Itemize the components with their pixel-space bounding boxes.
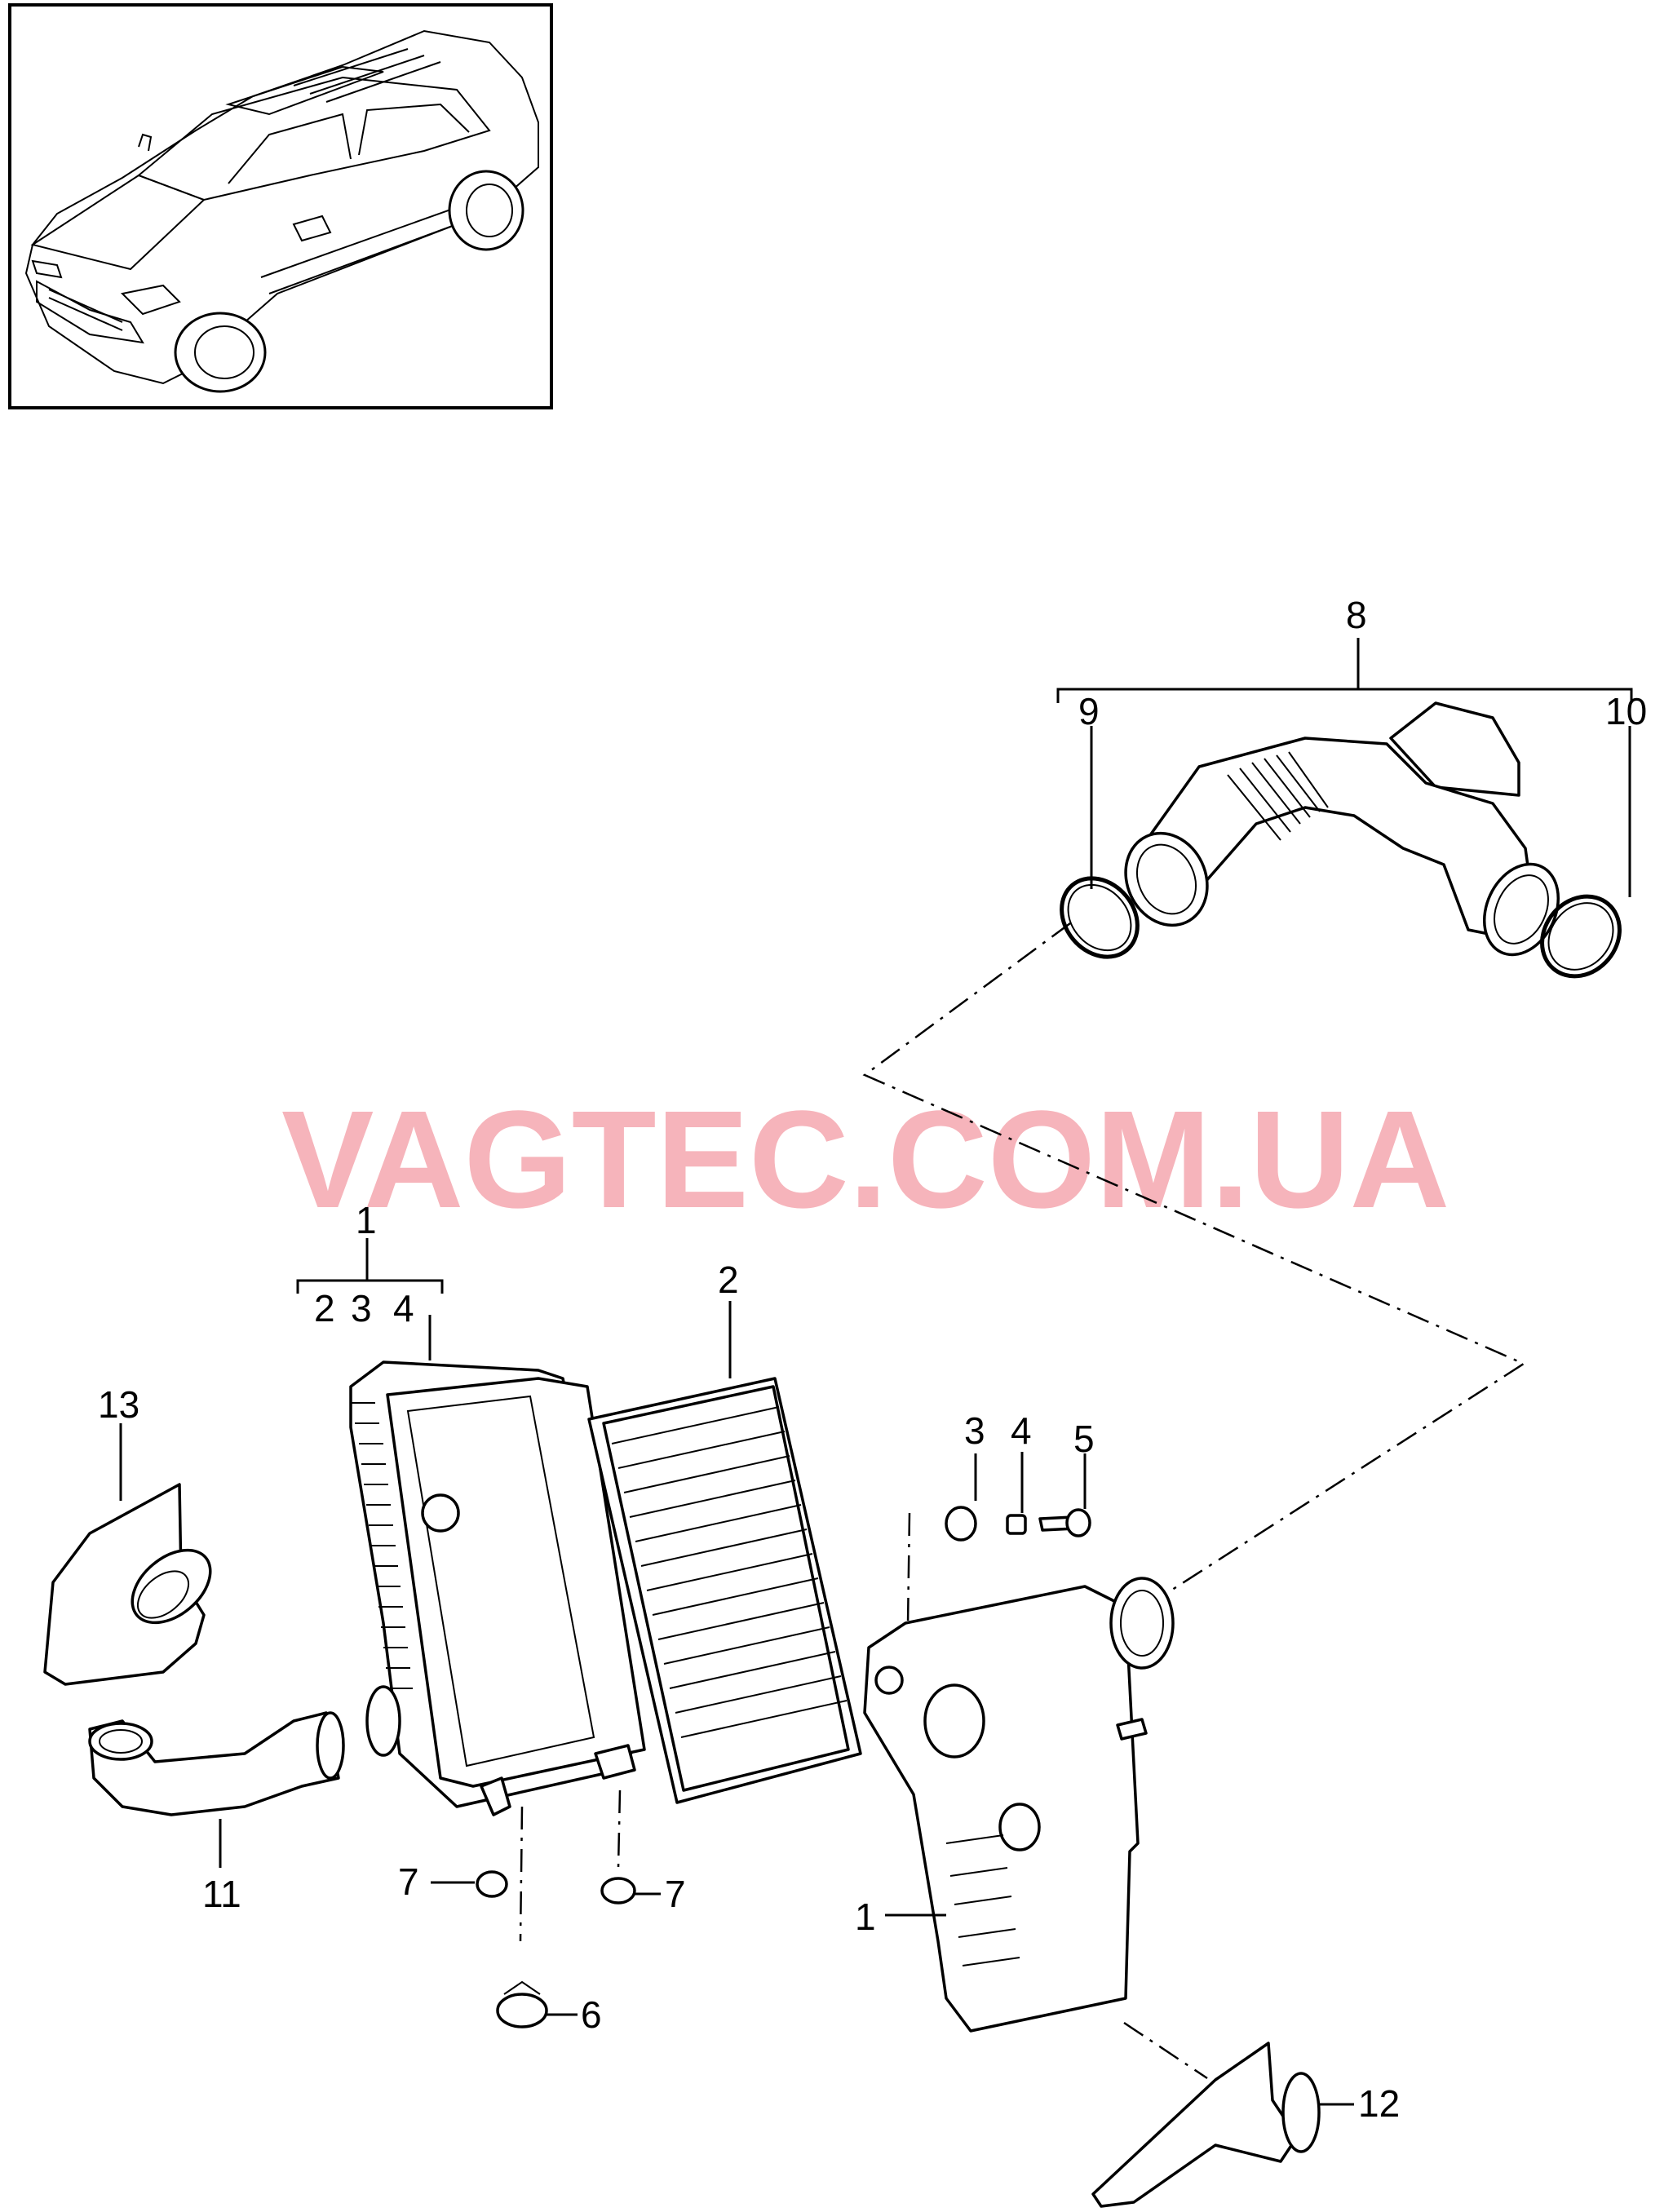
callout-1-sub-4: 4 (393, 1287, 414, 1329)
callout-1-housing: 1 (855, 1896, 876, 1938)
callout-13: 13 (98, 1383, 139, 1426)
air-filter-cover-part-1 (349, 1360, 646, 1816)
rubber-mount-part-7-right (600, 1877, 636, 1905)
air-guide-part-13 (43, 1483, 212, 1686)
watermark: VAGTEC.COM.UA (281, 1082, 1449, 1237)
callout-6: 6 (581, 1993, 602, 2036)
callout-3: 3 (964, 1409, 985, 1452)
intake-hose-part-11 (88, 1711, 345, 1816)
vehicle-thumbnail (8, 3, 553, 409)
callout-1-group: 1 (356, 1199, 377, 1241)
callout-1-sub-3: 3 (351, 1287, 372, 1329)
hose-clamp-part-10 (1540, 894, 1622, 979)
callout-4: 4 (1011, 1409, 1032, 1452)
air-duct-part-12 (1091, 2042, 1321, 2208)
rubber-mount-part-6 (496, 1980, 548, 2028)
callout-10: 10 (1605, 690, 1647, 732)
rear-wheel (448, 170, 524, 251)
spacer-part-4 (1006, 1514, 1027, 1535)
callout-12: 12 (1358, 2082, 1400, 2125)
filter-element-part-2 (587, 1377, 862, 1804)
callout-1-sub-2: 2 (314, 1287, 335, 1329)
intake-pipe-part-8 (1124, 701, 1560, 957)
rubber-mount-part-7-left (476, 1870, 508, 1898)
callout-7-left: 7 (398, 1860, 419, 1903)
front-wheel (174, 312, 267, 393)
leader-lines (119, 638, 1633, 2106)
callout-11: 11 (202, 1873, 241, 1915)
callout-2: 2 (718, 1259, 739, 1301)
hose-clamp-part-9 (1060, 876, 1140, 959)
callout-9: 9 (1078, 690, 1100, 732)
callout-7-right: 7 (665, 1873, 686, 1915)
callouts: 8 9 10 1 2 3 4 2 3 4 5 13 11 7 7 6 1 12 (98, 594, 1647, 2125)
callout-5: 5 (1073, 1418, 1095, 1460)
air-filter-housing-part-1 (863, 1577, 1175, 2033)
bolt-part-5 (1038, 1508, 1091, 1537)
grommet-part-3 (945, 1506, 977, 1542)
callout-8: 8 (1346, 594, 1367, 636)
